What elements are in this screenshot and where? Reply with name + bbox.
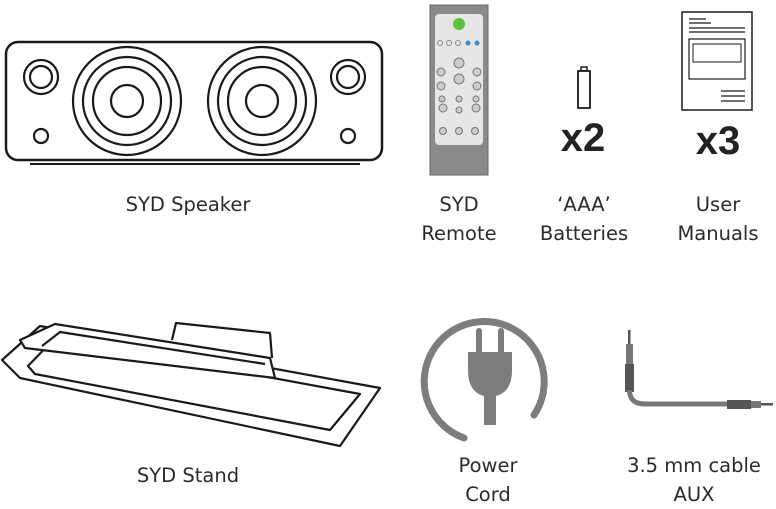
- remote-label: SYD Remote: [421, 190, 496, 248]
- label-line: Manuals: [677, 222, 759, 245]
- speaker-label: SYD Speaker: [126, 190, 251, 219]
- label-line: AUX: [673, 483, 715, 506]
- stand-icon: [0, 321, 382, 448]
- remote-icon: [429, 4, 489, 176]
- label-line: Remote: [421, 222, 497, 245]
- label-line: ‘AAA’: [557, 193, 611, 216]
- label-line: SYD Speaker: [125, 193, 251, 216]
- label-line: SYD Stand: [136, 464, 240, 487]
- battery-icon: [577, 66, 591, 109]
- manual-quantity: x3: [695, 119, 741, 163]
- label-line: Cord: [465, 483, 511, 506]
- speaker-icon: [4, 40, 384, 165]
- manual-icon: [681, 11, 753, 111]
- label-line: Power: [458, 454, 518, 477]
- label-line: User: [695, 193, 741, 216]
- label-line: Batteries: [539, 222, 629, 245]
- aux-cable-icon: [625, 330, 773, 409]
- label-line: SYD: [439, 193, 479, 216]
- power-plug-icon: [420, 318, 548, 442]
- label-line: 3.5 mm cable: [627, 454, 761, 477]
- battery-label: ‘AAA’ Batteries: [540, 190, 628, 248]
- stand-label: SYD Stand: [137, 461, 239, 490]
- battery-quantity: x2: [560, 116, 606, 160]
